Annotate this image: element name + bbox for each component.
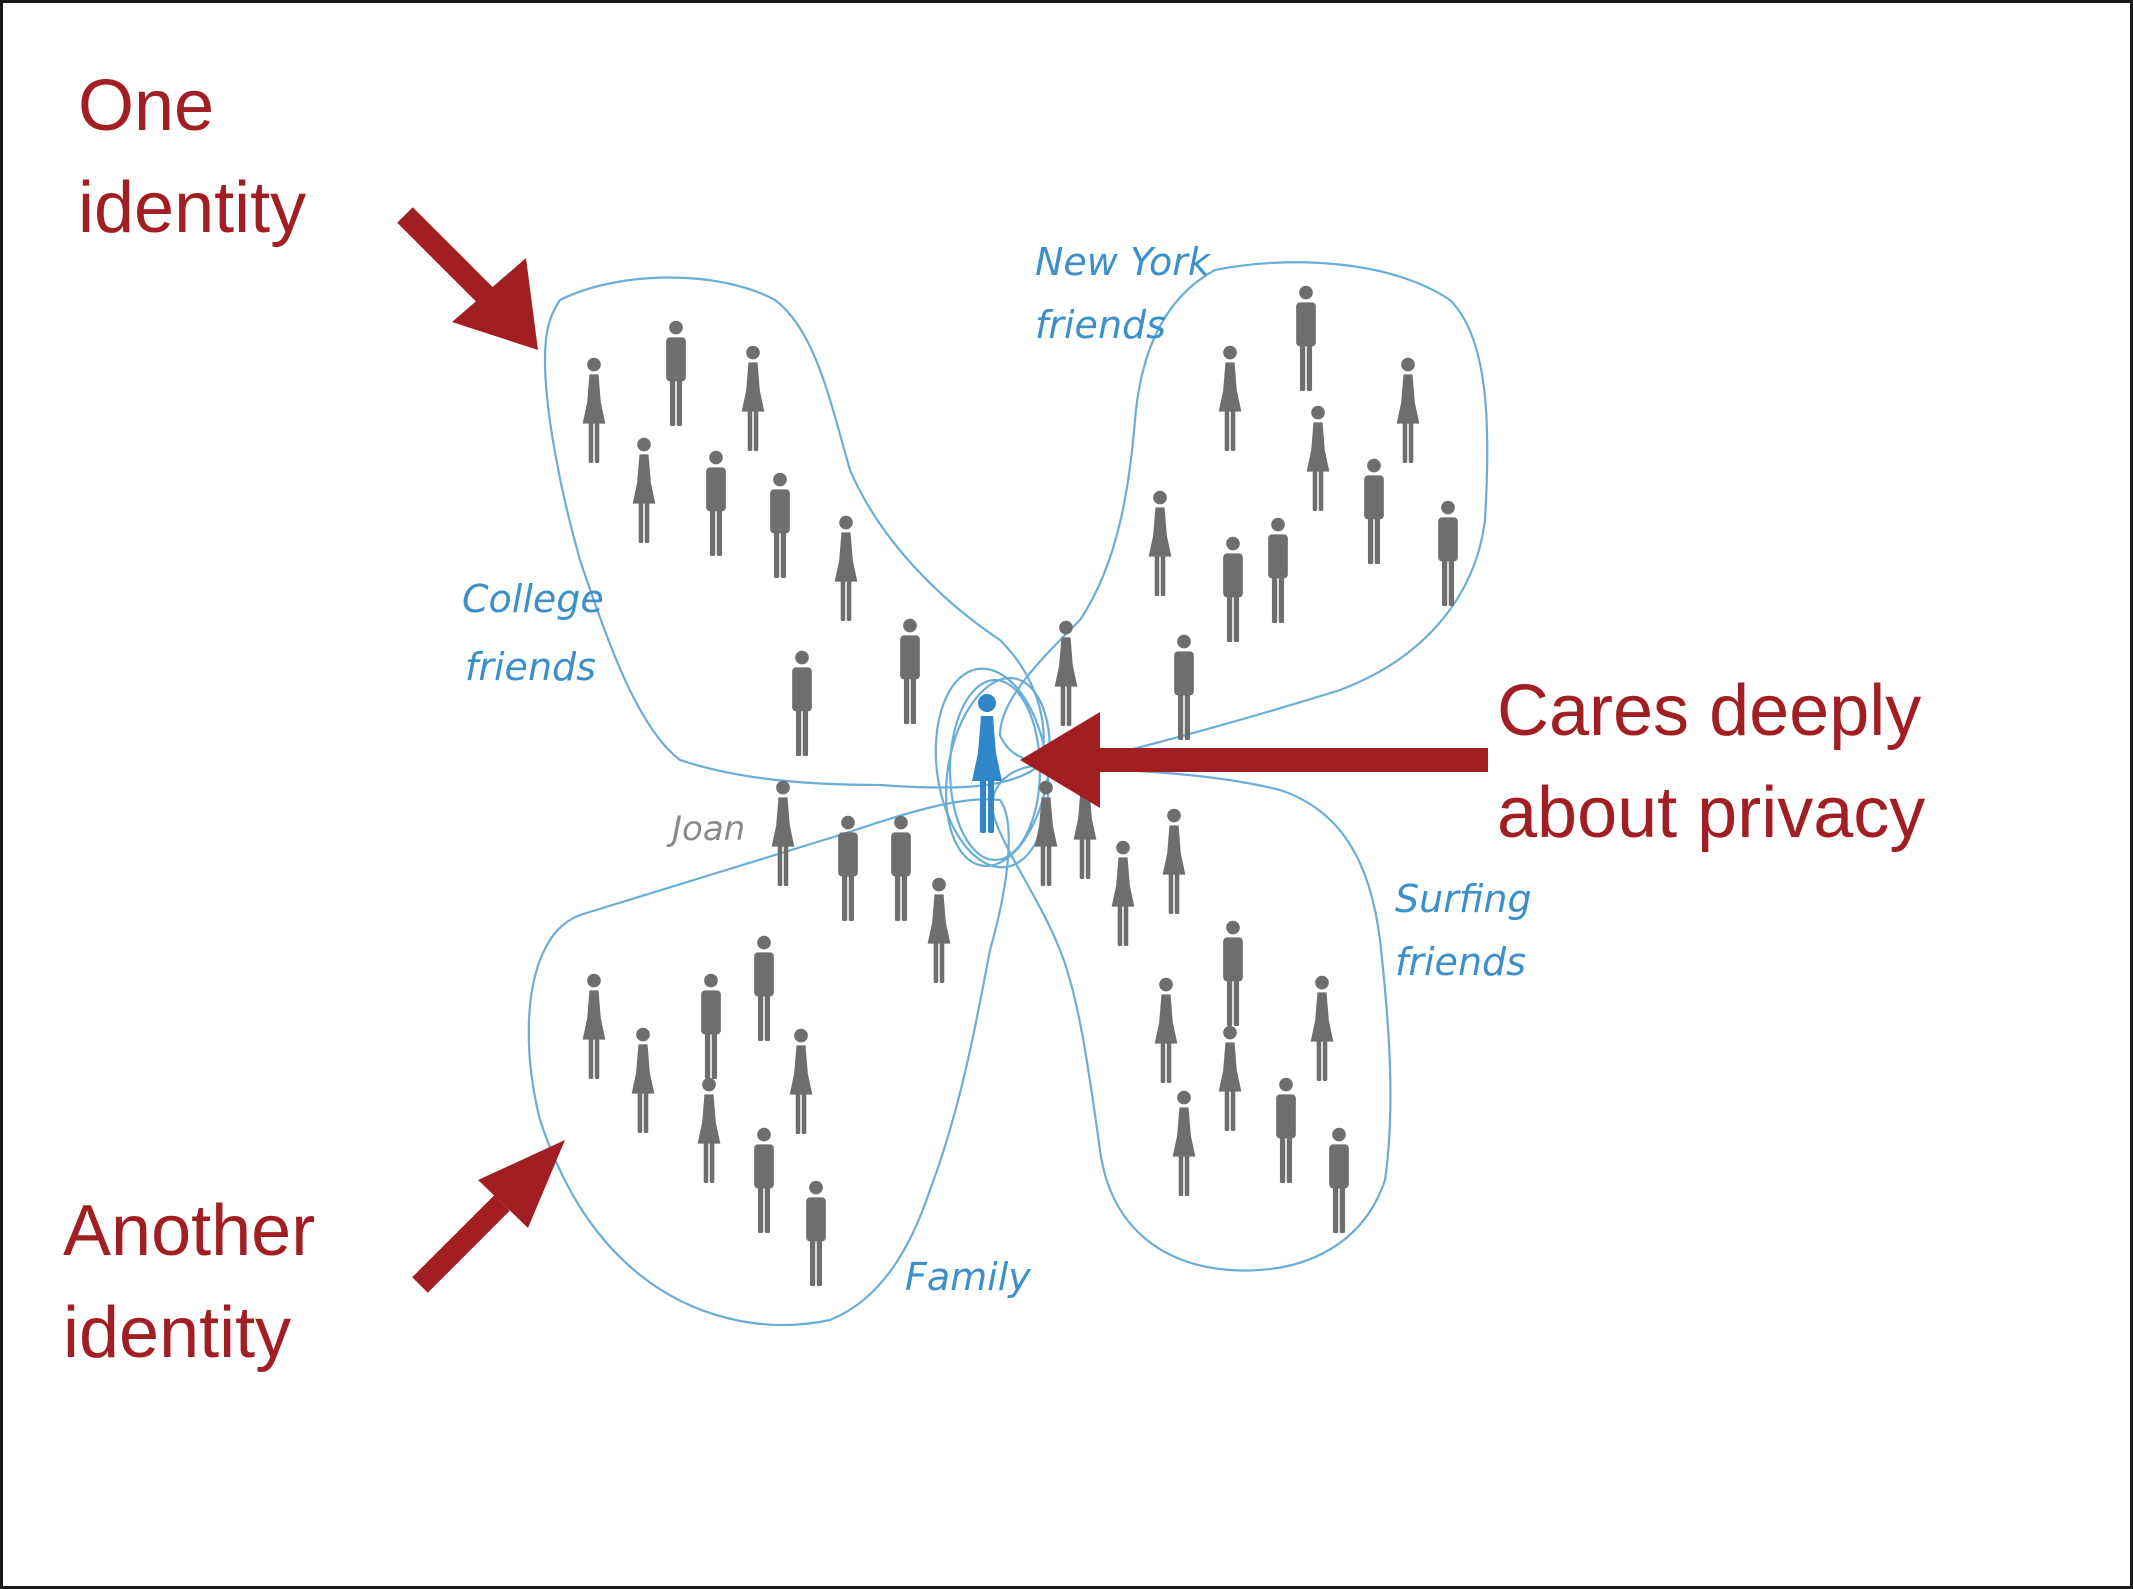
person-figure-icon xyxy=(834,515,858,621)
callout-line: about privacy xyxy=(1497,773,1926,853)
person-figure-icon xyxy=(1218,1025,1242,1131)
family-outline xyxy=(527,798,1010,1327)
person-figure-icon xyxy=(1054,620,1078,726)
person-figure-icon xyxy=(1154,977,1178,1083)
person-figure-icon xyxy=(891,815,911,921)
center-person-icon xyxy=(972,694,1002,833)
person-figure-icon xyxy=(1223,536,1243,642)
callout-line: identity xyxy=(63,1293,292,1373)
callout-line: Cares deeply xyxy=(1497,671,1922,751)
person-figure-icon xyxy=(754,935,774,1041)
callout-line: Another xyxy=(63,1191,316,1271)
person-figure-icon xyxy=(770,472,790,578)
person-figure-icon xyxy=(706,450,726,556)
joan-label: Joan xyxy=(666,809,745,849)
person-figure-icon xyxy=(632,437,656,543)
person-figure-icon xyxy=(1438,500,1458,606)
person-figure-icon xyxy=(741,345,765,451)
person-figure-icon xyxy=(1396,357,1420,463)
college-friends-outline xyxy=(543,276,1045,789)
arrow-icon xyxy=(397,207,538,350)
person-figure-icon xyxy=(927,877,951,983)
person-figure-icon xyxy=(1172,1090,1196,1196)
person-figure-icon xyxy=(1364,458,1384,564)
person-figure-icon xyxy=(1148,490,1172,596)
person-figure-icon xyxy=(1111,840,1135,946)
callout-line: One xyxy=(78,66,215,146)
arrow-icon xyxy=(1020,712,1488,808)
person-figure-icon xyxy=(1306,405,1330,511)
person-figure-icon xyxy=(1162,808,1186,914)
person-figure-icon xyxy=(1223,920,1243,1026)
another-identity-callout: Another identity xyxy=(63,1180,315,1384)
person-figure-icon xyxy=(1174,634,1194,740)
arrow-icon xyxy=(412,1140,565,1293)
person-figure-icon xyxy=(1218,345,1242,451)
person-figure-icon xyxy=(771,780,795,886)
person-figure-icon xyxy=(789,1028,813,1134)
college-friends-label: College friends xyxy=(462,577,616,689)
person-figure-icon xyxy=(701,973,721,1079)
person-figure-icon xyxy=(582,973,606,1079)
callout-arrows xyxy=(397,207,1488,1293)
person-figure-icon xyxy=(900,618,920,724)
person-figure-icon xyxy=(697,1077,721,1183)
surfing-friends-outline xyxy=(991,763,1392,1272)
person-figure-icon xyxy=(1329,1127,1349,1233)
people-group xyxy=(582,285,1458,1286)
one-identity-callout: One identity xyxy=(78,55,306,259)
person-figure-icon xyxy=(666,320,686,426)
inner-circle-3 xyxy=(944,676,1052,868)
person-figure-icon xyxy=(582,357,606,463)
person-figure-icon xyxy=(631,1027,655,1133)
person-figure-icon xyxy=(754,1127,774,1233)
person-figure-icon xyxy=(806,1180,826,1286)
person-figure-icon xyxy=(1268,517,1288,623)
person-figure-icon xyxy=(1276,1077,1296,1183)
person-figure-icon xyxy=(792,650,812,756)
surfing-friends-label: Surfing friends xyxy=(1395,877,1544,984)
person-figure-icon xyxy=(1310,975,1334,1081)
callout-line: identity xyxy=(78,168,307,248)
cares-privacy-callout: Cares deeply about privacy xyxy=(1497,660,1925,864)
new-york-friends-label: New York friends xyxy=(1035,240,1222,347)
new-york-friends-outline xyxy=(998,261,1489,765)
family-label: Family xyxy=(905,1255,1031,1299)
person-figure-icon xyxy=(1296,285,1316,391)
